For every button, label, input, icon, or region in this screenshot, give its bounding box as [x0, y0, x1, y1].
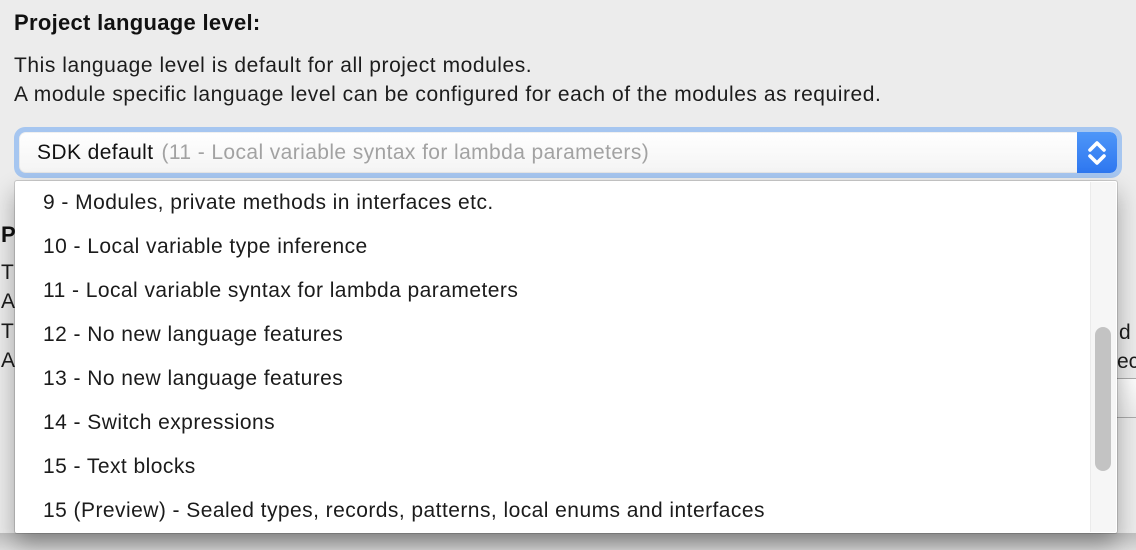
option-java-12[interactable]: 12 - No new language features	[43, 323, 344, 346]
clipped-text-fragment: ec	[1117, 350, 1136, 373]
combobox-selected-value: SDK default	[37, 140, 154, 164]
language-level-combobox[interactable]: SDK default (11 - Local variable syntax …	[19, 132, 1117, 173]
option-java-14[interactable]: 14 - Switch expressions	[43, 411, 276, 434]
background-right-clipped-text: d ec	[1117, 181, 1136, 533]
language-level-description-line1: This language level is default for all p…	[14, 54, 533, 77]
language-level-combobox-focus-ring: SDK default (11 - Local variable syntax …	[14, 127, 1122, 178]
option-java-10[interactable]: 10 - Local variable type inference	[43, 235, 368, 258]
clipped-text-fragment: A	[1, 349, 15, 372]
background-left-clipped-text: P T A T A	[0, 181, 15, 533]
clipped-text-fragment: A	[1, 290, 15, 313]
project-language-level-heading: Project language level:	[14, 10, 261, 35]
up-down-chevrons-icon	[1088, 140, 1106, 165]
combobox-stepper-button[interactable]	[1077, 132, 1117, 173]
clipped-text-fragment: T	[1, 261, 14, 284]
option-java-15[interactable]: 15 - Text blocks	[43, 455, 196, 478]
background-text-field-partial	[1117, 378, 1136, 418]
popup-scrollbar-track[interactable]	[1090, 182, 1116, 532]
language-level-dropdown-popup: 9 - Modules, private methods in interfac…	[15, 181, 1117, 533]
popup-scrollbar-thumb[interactable]	[1095, 327, 1111, 471]
dialog-background-below-popup	[0, 533, 1136, 550]
clipped-heading-fragment: P	[1, 222, 15, 247]
clipped-text-fragment: d	[1119, 321, 1131, 344]
option-java-13[interactable]: 13 - No new language features	[43, 367, 344, 390]
option-java-15-preview[interactable]: 15 (Preview) - Sealed types, records, pa…	[43, 499, 765, 522]
clipped-text-fragment: T	[1, 320, 14, 343]
option-java-11[interactable]: 11 - Local variable syntax for lambda pa…	[43, 279, 519, 302]
language-level-description-line2: A module specific language level can be …	[14, 83, 882, 106]
language-level-options-list: 9 - Modules, private methods in interfac…	[15, 181, 1117, 533]
combobox-selected-hint: (11 - Local variable syntax for lambda p…	[161, 140, 650, 164]
option-java-9[interactable]: 9 - Modules, private methods in interfac…	[43, 191, 494, 214]
